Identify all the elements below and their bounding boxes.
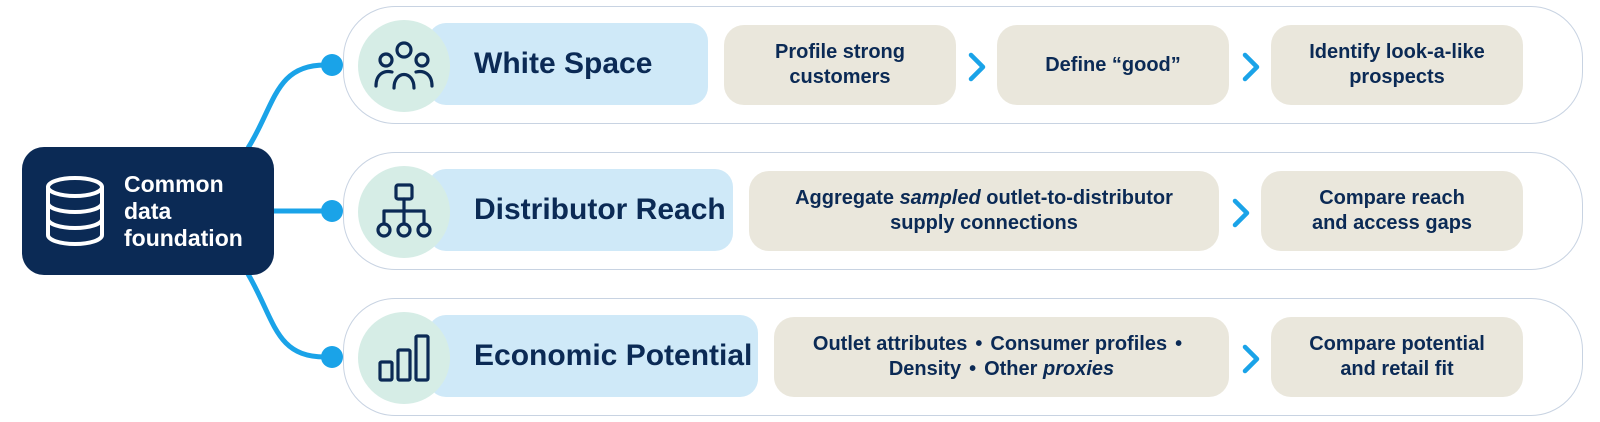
step-aggregate-connections: Aggregate sampled outlet-to-distributor … [749, 171, 1219, 251]
foundation-label: Common data foundation [124, 170, 243, 251]
step-line: Outlet attributes•Consumer profiles• [812, 333, 1183, 355]
step-define-good: Define “good” [997, 25, 1229, 105]
icon-circle [358, 166, 450, 258]
bar-chart-icon [378, 334, 430, 382]
chevron-right-icon [1227, 197, 1255, 229]
row-white-space: White Space Profile strong customers Def… [343, 6, 1583, 124]
step-line: Density•Other proxies [888, 358, 1115, 380]
step-line: supply connections [890, 212, 1078, 234]
chevron-right-icon [1237, 343, 1265, 375]
icon-circle [358, 20, 450, 112]
row-title-pill: White Space [428, 23, 708, 105]
row-title: Distributor Reach [474, 193, 726, 226]
step-compare-potential: Compare potential and retail fit [1271, 317, 1523, 397]
connector-dot [321, 346, 343, 368]
common-data-foundation-box: Common data foundation [22, 147, 274, 275]
people-group-icon [374, 41, 434, 90]
icon-circle [358, 312, 450, 404]
step-identify-prospects: Identify look-a-like prospects [1271, 25, 1523, 105]
connector-dot [321, 200, 343, 222]
chevron-right-icon [1237, 51, 1265, 83]
chevron-right-icon [963, 51, 991, 83]
database-icon [46, 176, 104, 246]
row-distributor-reach: Distributor Reach Aggregate sampled outl… [343, 152, 1583, 270]
step-economic-factors: Outlet attributes•Consumer profiles• Den… [774, 317, 1229, 397]
step-line: Aggregate sampled outlet-to-distributor [795, 187, 1173, 209]
row-title-pill: Economic Potential [428, 315, 758, 397]
row-title-pill: Distributor Reach [428, 169, 733, 251]
row-economic-potential: Economic Potential Outlet attributes•Con… [343, 298, 1583, 416]
connector-dot [321, 54, 343, 76]
row-title: Economic Potential [474, 339, 753, 372]
step-profile-strong-customers: Profile strong customers [724, 25, 956, 105]
row-title: White Space [474, 47, 653, 80]
step-compare-reach: Compare reach and access gaps [1261, 171, 1523, 251]
network-hierarchy-icon [376, 183, 432, 238]
